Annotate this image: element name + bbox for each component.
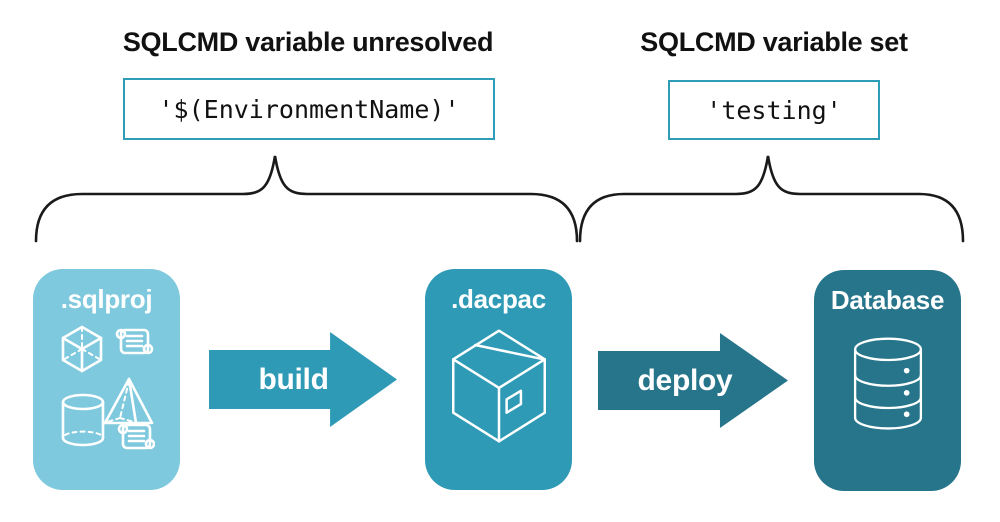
code-box-set: 'testing' [668, 80, 880, 140]
build-arrow: build [209, 332, 397, 427]
sql-objects-icon [61, 325, 155, 450]
code-box-unresolved: '$(EnvironmentName)' [123, 78, 495, 140]
brace-right [578, 155, 965, 243]
database-icon [853, 337, 922, 430]
package-box-icon [451, 329, 546, 443]
node-dacpac-label: .dacpac [451, 284, 546, 314]
heading-set: SQLCMD variable set [640, 27, 908, 57]
build-arrow-label: build [258, 362, 329, 396]
node-sqlproj-label: .sqlproj [60, 284, 153, 314]
brace-left [34, 155, 579, 243]
node-database-label: Database [830, 285, 945, 315]
node-dacpac: .dacpac [425, 269, 572, 490]
deploy-arrow-label: deploy [637, 363, 733, 397]
node-database: Database [814, 270, 961, 491]
deploy-arrow: deploy [598, 333, 788, 428]
heading-unresolved: SQLCMD variable unresolved [122, 27, 494, 57]
node-sqlproj: .sqlproj [33, 269, 180, 490]
